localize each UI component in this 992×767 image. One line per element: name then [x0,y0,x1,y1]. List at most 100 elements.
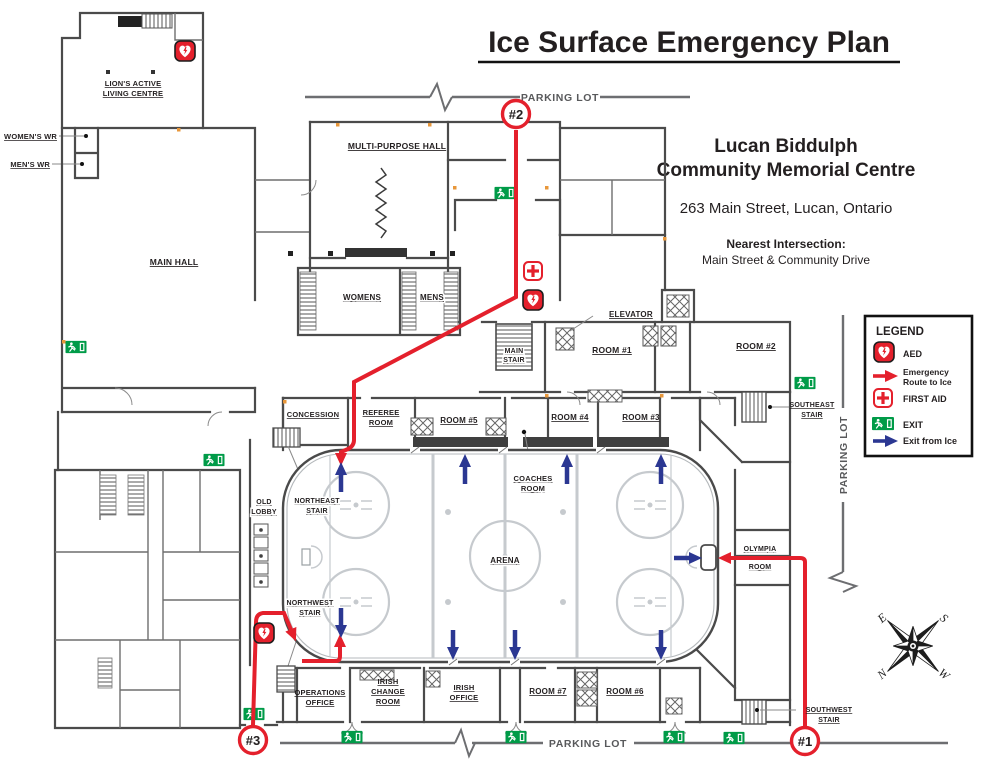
ice-markings [301,454,698,658]
door-markers [62,123,667,404]
aed-icon [174,40,196,62]
accordion-partition [374,167,388,239]
page-title: Ice Surface Emergency Plan [488,26,890,59]
label-room-2: ROOM #2 [736,341,776,351]
exit-icon [794,376,816,390]
door-swings [114,179,721,734]
exit-icon [663,730,685,744]
legend-title: LEGEND [876,326,924,338]
venue-name-line1: Lucan Biddulph [714,136,858,157]
nearest-intersection-label: Nearest Intersection: [726,237,845,251]
label-irish-change-1: IRISH [377,677,398,686]
label-nw-stair-1: NORTHWEST [287,600,334,607]
label-old-lobby-2: LOBBY [251,509,277,516]
route-marker-1: #1 [798,734,812,749]
label-irish-office-2: OFFICE [450,693,479,702]
compass-rose: E S N W [874,610,953,683]
walls-layer [52,11,796,734]
label-irish-change-2: CHANGE [371,687,405,696]
elevator-shaft-2 [660,325,677,347]
label-sw-stair-1: SOUTHWEST [806,707,853,714]
label-irish-office-1: IRISH [453,683,474,692]
exit-icon [494,186,516,200]
label-se-stair-1: SOUTHEAST [790,402,835,409]
label-referee-2: ROOM [369,418,393,427]
label-mens-wr: MEN'S WR [10,160,50,169]
label-multi-purpose-hall: MULTI-PURPOSE HALL [348,141,446,151]
aed-icon [522,289,544,311]
exit-icon [723,731,745,745]
label-mens: MENS [420,293,444,302]
lions-dark-fixture [118,16,160,27]
legend-aed-label: AED [903,349,923,359]
route-1-path [718,552,807,726]
elevator-shaft [642,325,659,347]
main-stair [495,323,533,371]
aed-icon [253,622,275,644]
label-se-stair-2: STAIR [801,412,822,419]
label-arena: ARENA [490,556,519,565]
board-gates [410,446,666,666]
olympia-gate [700,544,717,571]
route-marker-3: #3 [246,733,260,748]
legend-box [863,314,974,458]
label-lions-2: LIVING CENTRE [103,89,164,98]
aed-icon [873,341,895,363]
legend-route-label-2: Route to Ice [903,377,952,387]
route-3-ice-entry [302,634,346,663]
label-main-hall: MAIN HALL [150,257,199,267]
label-operations-1: OPERATIONS [294,688,345,697]
route-markers: #2 #3 #1 [237,98,821,757]
legend-exit-ice-label: Exit from Ice [903,436,957,446]
label-concession: CONCESSION [287,410,339,419]
exit-icon [505,730,527,744]
label-room-1: ROOM #1 [592,345,632,355]
lions-stair [141,13,173,29]
exit-icon [872,417,894,431]
label-room-4: ROOM #4 [551,413,589,422]
parking-label-right: PARKING LOT [838,416,850,494]
compass-n: N [874,665,891,682]
label-room-7: ROOM #7 [529,687,567,696]
legend-route-label-1: Emergency [903,367,949,377]
compass-w: W [936,665,953,683]
southwest-stair [741,699,767,725]
exit-icon [203,453,225,467]
label-sw-stair-2: STAIR [818,717,839,724]
label-womens-wr: WOMEN'S WR [4,132,57,141]
legend-first-aid-label: FIRST AID [903,394,947,404]
venue-name-line2: Community Memorial Centre [657,160,916,181]
emergency-routes [251,130,807,726]
venue-address: 263 Main Street, Lucan, Ontario [680,200,893,217]
label-main-stair-1: MAIN [505,348,524,355]
label-coaches-1: COACHES [514,474,553,483]
legend: LEGEND AED Emergency Route to Ice FIRST … [863,314,974,458]
label-womens: WOMENS [343,293,382,302]
nearest-intersection-value: Main Street & Community Drive [702,253,870,267]
label-main-stair-2: STAIR [503,357,524,364]
compass-e: E [874,610,890,627]
label-nw-stair-2: STAIR [299,610,320,617]
label-elevator: ELEVATOR [609,310,653,319]
label-ne-stair-1: NORTHEAST [294,498,340,505]
exit-icon [65,340,87,354]
label-irish-change-3: ROOM [376,697,400,706]
elevator-cab [555,327,575,351]
northwest-stair [276,665,296,693]
header: Ice Surface Emergency Plan Lucan Biddulp… [478,26,915,267]
route-marker-2: #2 [509,107,523,122]
northeast-stair [272,427,301,448]
southeast-stair [741,391,767,423]
players-bench-2 [523,437,593,447]
players-bench [413,437,508,447]
exit-from-ice-arrows [335,454,702,660]
room-labels: LION'S ACTIVE LIVING CENTRE WOMEN'S WR M… [4,79,853,724]
ice-rink [281,446,720,666]
parking-label-top: PARKING LOT [521,92,599,104]
label-olympia-2: ROOM [749,564,772,571]
label-room-5: ROOM #5 [440,416,478,425]
label-coaches-2: ROOM [521,484,545,493]
parking-lot-right [827,315,859,593]
first-aid-icon [873,388,893,408]
